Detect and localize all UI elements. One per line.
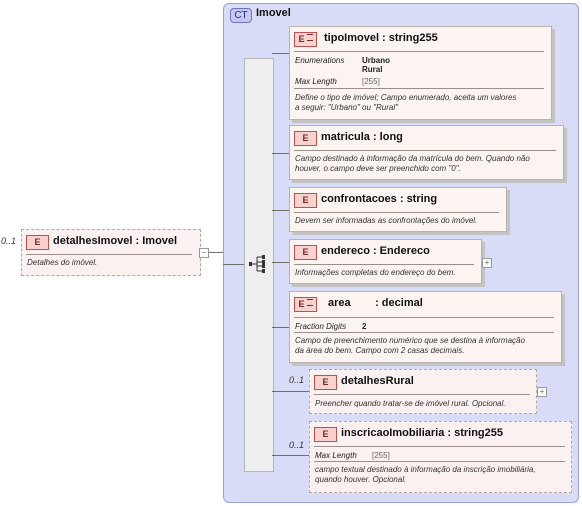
element-name: detalhesRural: [341, 375, 414, 387]
divider: [294, 51, 544, 52]
facet-label: Max Length: [315, 451, 357, 460]
element-doc: Campo de preenchimento numérico que se d…: [295, 336, 525, 345]
element-name: area : decimal: [328, 297, 423, 309]
root-cardinality: 0..1: [1, 236, 17, 246]
element-name: endereco : Endereco: [321, 245, 430, 257]
connector: [272, 153, 289, 154]
element-tipoImovel[interactable]: E tipoImovel : string255 Enumerations Ur…: [289, 26, 552, 120]
divider: [314, 461, 565, 462]
element-cardinality: 0..1: [289, 440, 305, 450]
enum-value: Urbano: [362, 56, 390, 65]
complex-type-name: Imovel: [256, 7, 291, 19]
element-doc: a seguir: "Urbano" ou "Rural": [295, 103, 398, 112]
element-doc: Campo destinado à informação da matrícul…: [295, 154, 530, 163]
connector: [272, 391, 309, 392]
element-matricula[interactable]: E matricula : long Campo destinado à inf…: [289, 125, 564, 180]
connector: [272, 327, 289, 328]
element-badge: E: [294, 245, 317, 260]
connector: [272, 210, 289, 211]
divider: [294, 212, 499, 213]
element-doc: Define o tipo de imóvel; Campo enumerado…: [295, 93, 517, 102]
facet-value: 2: [362, 322, 367, 331]
element-doc: quando houver. Opcional.: [315, 475, 407, 484]
connector: [272, 262, 289, 263]
element-confrontacoes[interactable]: E confrontacoes : string Devem ser infor…: [289, 187, 507, 232]
connector: [223, 264, 245, 265]
root-element-name: detalhesImovel : Imovel: [53, 235, 178, 247]
divider: [294, 88, 544, 89]
element-badge: E: [294, 193, 317, 208]
element-name: matricula : long: [321, 131, 403, 143]
connector: [209, 252, 223, 253]
facet-label: Enumerations: [295, 56, 345, 65]
element-doc: Preencher quando tratar-se de imóvel rur…: [315, 399, 506, 408]
element-badge: E: [314, 375, 337, 390]
plus-icon[interactable]: +: [482, 258, 492, 268]
element-doc: houver, o campo deve ser preenchido com …: [295, 164, 461, 173]
divider: [294, 317, 554, 318]
divider: [314, 394, 530, 395]
element-endereco[interactable]: E endereco : Endereco Informações comple…: [289, 239, 482, 284]
element-doc: campo textual destinado à informação da …: [315, 465, 536, 474]
element-badge: E: [294, 131, 317, 146]
element-inscricaoImobiliaria[interactable]: E inscricaoImobiliaria : string255 Max L…: [309, 421, 572, 493]
element-cardinality: 0..1: [289, 375, 305, 385]
element-detalhesRural[interactable]: E detalhesRural Preencher quando tratar-…: [309, 369, 537, 414]
minus-icon[interactable]: −: [199, 248, 209, 258]
facet-value: [255]: [362, 77, 380, 86]
element-name: inscricaoImobiliaria : string255: [341, 427, 504, 439]
element-doc: da área do bem. Campo com 2 casas decima…: [295, 346, 465, 355]
facet-value: [255]: [372, 451, 390, 460]
element-name: tipoImovel : string255: [324, 32, 438, 44]
complex-type-badge: CT: [230, 8, 252, 23]
enum-value: Rural: [362, 65, 383, 74]
divider: [294, 332, 554, 333]
divider: [26, 254, 192, 255]
connector: [272, 455, 309, 456]
plus-icon[interactable]: +: [537, 387, 547, 397]
connector: [272, 53, 289, 54]
divider: [294, 264, 474, 265]
facet-label: Max Length: [295, 77, 337, 86]
element-name: confrontacoes : string: [321, 193, 438, 205]
element-area[interactable]: E area : decimal Fraction Digits 2 Campo…: [289, 291, 562, 363]
divider: [314, 446, 565, 447]
element-badge: E: [294, 32, 317, 47]
facet-label: Fraction Digits: [295, 322, 347, 331]
element-doc: Informações completas do endereço do bem…: [295, 268, 456, 277]
element-badge: E: [294, 297, 317, 312]
root-doc: Detalhes do imóvel.: [27, 258, 98, 267]
sequence-icon: [249, 255, 265, 273]
element-badge: E: [314, 427, 337, 442]
root-element-box[interactable]: E detalhesImovel : Imovel Detalhes do im…: [21, 229, 201, 276]
element-doc: Devem ser informadas as confrontações do…: [295, 216, 478, 225]
divider: [294, 150, 556, 151]
element-badge: E: [26, 235, 49, 250]
